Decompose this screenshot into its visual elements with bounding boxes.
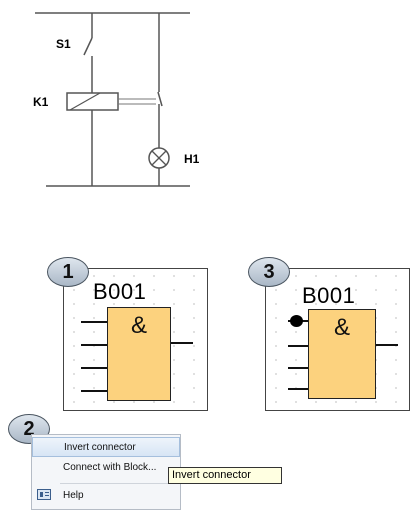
step-badge: 3 [248,257,290,287]
input-pin[interactable] [81,321,107,323]
output-pin[interactable] [171,342,193,344]
lamp-icon [148,147,170,169]
output-pin[interactable] [376,344,398,346]
step-badge: 1 [47,257,89,287]
menu-separator [60,483,178,484]
step-badge: 2 [8,414,50,444]
relay-label: K1 [33,95,49,109]
logo-panel-after: B001 & [265,268,410,411]
help-book-icon [37,489,51,500]
input-pin[interactable] [288,388,308,390]
block-name: B001 [93,279,147,304]
menu-item-help[interactable]: Help [63,490,84,501]
block-name: B001 [302,283,356,308]
switch-s1-contact [83,37,93,56]
circuit-diagram [35,12,190,187]
and-symbol: & [130,312,147,339]
and-symbol: & [333,314,350,341]
input-pin[interactable] [288,345,308,347]
menu-item-invert-connector[interactable]: Invert connector [32,437,180,457]
coil-diagonal [69,92,101,111]
input-pin[interactable] [81,390,107,392]
input-pin[interactable] [81,344,107,346]
and-block[interactable]: & [107,307,171,401]
switch-label: S1 [56,37,71,51]
logo-panel-before: B001 & [63,268,208,411]
context-menu: Invert connector Connect with Block... H… [31,434,181,510]
and-block[interactable]: & [308,309,376,399]
inversion-dot-icon [290,315,303,327]
input-pin[interactable] [81,367,107,369]
tooltip: Invert connector [168,467,282,484]
relay-contact [157,91,163,107]
lamp-label: H1 [184,152,200,166]
input-pin[interactable] [288,367,308,369]
menu-item-connect-with-block[interactable]: Connect with Block... [63,462,157,473]
